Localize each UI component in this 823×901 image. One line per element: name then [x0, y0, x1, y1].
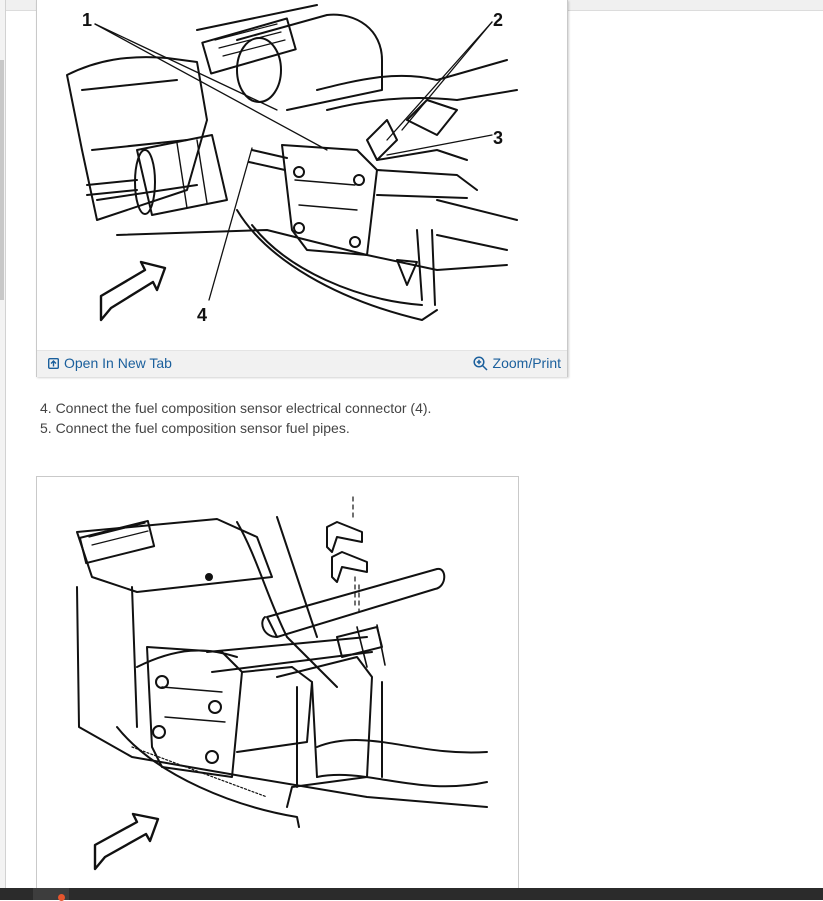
open-in-new-tab-button[interactable]: Open In New Tab — [48, 355, 172, 371]
fuel-sensor-diagram-1[interactable]: 1 2 3 4 — [37, 0, 567, 350]
figure-1-container: 1 2 3 4 Open In New Tab Zoom/Print — [36, 0, 568, 377]
taskbar-app-icon — [58, 894, 65, 901]
zoom-print-button[interactable]: Zoom/Print — [472, 355, 561, 371]
left-scroll-thumb[interactable] — [0, 60, 4, 300]
callout-3: 3 — [493, 128, 503, 148]
figure-1-toolbar: Open In New Tab Zoom/Print — [37, 350, 567, 377]
os-taskbar — [0, 888, 823, 900]
open-in-new-tab-label: Open In New Tab — [64, 355, 172, 371]
zoom-print-label: Zoom/Print — [492, 355, 561, 371]
fuel-sensor-diagram-2[interactable] — [37, 477, 518, 897]
figure-2-container — [36, 476, 519, 898]
left-scroll-rail[interactable] — [0, 0, 6, 888]
callout-2: 2 — [493, 10, 503, 30]
step-5: 5. Connect the fuel composition sensor f… — [40, 420, 350, 436]
instruction-steps: 4. Connect the fuel composition sensor e… — [40, 398, 431, 438]
zoom-in-icon — [472, 355, 488, 371]
callout-4: 4 — [197, 305, 207, 325]
callout-1: 1 — [82, 10, 92, 30]
step-4: 4. Connect the fuel composition sensor e… — [40, 400, 432, 416]
open-in-new-tab-icon — [48, 357, 59, 369]
